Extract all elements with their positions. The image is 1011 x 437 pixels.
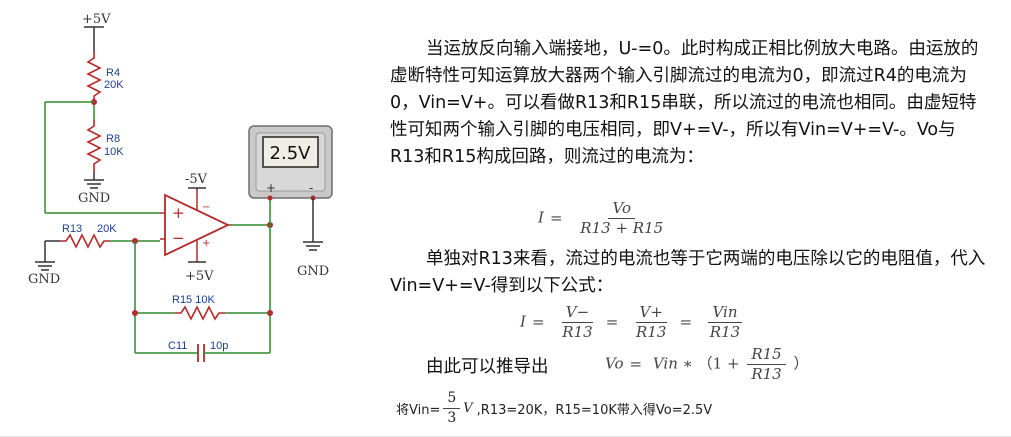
r15-label: R15 10K bbox=[172, 294, 215, 306]
c11-name: C11 bbox=[168, 340, 187, 352]
eq2-fraction-1: V− R13 bbox=[558, 304, 596, 341]
svg-text:+: + bbox=[202, 238, 210, 249]
eq2-f1-denominator: R13 bbox=[562, 323, 593, 341]
opamp-minus-sign: − bbox=[172, 229, 185, 247]
r8-value: 10K bbox=[104, 146, 124, 158]
eq2-fraction-3: Vin R13 bbox=[706, 304, 744, 341]
resistor-r8: R8 10K GND bbox=[78, 120, 124, 206]
gnd-left-label: GND bbox=[28, 272, 60, 287]
r13-value: 20K bbox=[97, 223, 117, 235]
equation-gain: Vo= Vin ∗ （1 + R15 R13 ） bbox=[605, 345, 809, 383]
opamp-pos-supply: +5V bbox=[185, 261, 214, 284]
equation-current: I= Vo R13 + R15 bbox=[538, 200, 670, 237]
vplus-top-label: +5V bbox=[82, 12, 111, 27]
vneg-label: -5V bbox=[185, 172, 208, 187]
eq3-fraction: R15 R13 bbox=[747, 346, 786, 383]
eq2-f3-denominator: R13 bbox=[709, 323, 741, 341]
final-numerator: 5 bbox=[443, 390, 461, 409]
eq2-f1-numerator: V− bbox=[561, 304, 594, 323]
final-denominator: 3 bbox=[447, 410, 457, 426]
equation-r13: I= V− R13 = V+ R13 = Vin R13 bbox=[520, 304, 747, 341]
r13-name: R13 bbox=[62, 223, 82, 235]
eq3-numerator: R15 bbox=[747, 346, 786, 365]
eq2-f2-denominator: R13 bbox=[636, 323, 667, 341]
opamp-neg-supply: -5V bbox=[185, 172, 208, 190]
eq3-mid: Vin ∗ bbox=[652, 354, 693, 373]
explanation-panel: 当运放反向输入端接地，U-=0。此时构成正相比例放大电路。由运放的虚断特性可知运… bbox=[380, 0, 1011, 437]
r4-name: R4 bbox=[106, 67, 120, 79]
svg-text:−: − bbox=[202, 202, 210, 213]
eq3-denominator: R13 bbox=[751, 365, 782, 383]
meter-plus: + bbox=[266, 181, 276, 195]
derive-label: 由此可以推导出 bbox=[426, 357, 549, 377]
gnd-right-label: GND bbox=[297, 264, 329, 279]
explanation-paragraph-2: 单独对R13来看，流过的电流也等于它两端的电压除以它的电阻值，代入Vin=V+=… bbox=[390, 249, 986, 296]
resistor-r4: R4 20K bbox=[86, 52, 124, 102]
c11-value: 10p bbox=[210, 340, 228, 352]
r4-value: 20K bbox=[104, 79, 124, 91]
explanation-paragraph-1: 当运放反向输入端接地，U-=0。此时构成正相比例放大电路。由运放的虚断特性可知运… bbox=[390, 39, 979, 167]
eq2-f3-numerator: Vin bbox=[708, 304, 742, 323]
final-unit: V bbox=[463, 401, 473, 416]
eq1-fraction: Vo R13 + R15 bbox=[576, 200, 667, 237]
eq2-fraction-2: V+ R13 bbox=[632, 304, 670, 341]
r8-name: R8 bbox=[106, 133, 120, 145]
top-supply: +5V bbox=[82, 12, 111, 52]
opamp: + − − + bbox=[160, 190, 232, 262]
voltmeter: 2.5V + - GND bbox=[248, 125, 333, 279]
final-substitution: 将Vin= 5 3 V ,R13=20K，R15=10K带入得Vo=2.5V bbox=[396, 390, 712, 427]
final-suffix: ,R13=20K，R15=10K带入得Vo=2.5V bbox=[476, 403, 713, 418]
eq3-open: （1 + bbox=[697, 354, 740, 373]
meter-minus: - bbox=[309, 181, 313, 195]
eq3-lhs: Vo bbox=[605, 354, 624, 373]
circuit-schematic: +5V R4 20K R8 10K GND + − − + - bbox=[28, 12, 333, 362]
vpos-bottom-label: +5V bbox=[185, 269, 214, 284]
eq2-lhs: I bbox=[520, 312, 526, 331]
eq2-f2-numerator: V+ bbox=[635, 304, 667, 323]
eq1-numerator: Vo bbox=[608, 200, 635, 219]
feedback-network: R15 10K C11 10p bbox=[132, 198, 273, 362]
gnd-top-label: GND bbox=[78, 191, 110, 206]
meter-reading: 2.5V bbox=[270, 143, 312, 164]
eq1-denominator: R13 + R15 bbox=[580, 219, 664, 237]
eq1-lhs: I bbox=[538, 208, 544, 227]
resistor-r13: GND R13 20K bbox=[28, 223, 160, 287]
divider-node bbox=[44, 99, 160, 214]
final-fraction: 5 3 bbox=[443, 390, 461, 427]
final-prefix: 将Vin= bbox=[396, 403, 441, 418]
eq3-close: ） bbox=[793, 354, 809, 373]
opamp-plus-sign: + bbox=[172, 204, 185, 222]
